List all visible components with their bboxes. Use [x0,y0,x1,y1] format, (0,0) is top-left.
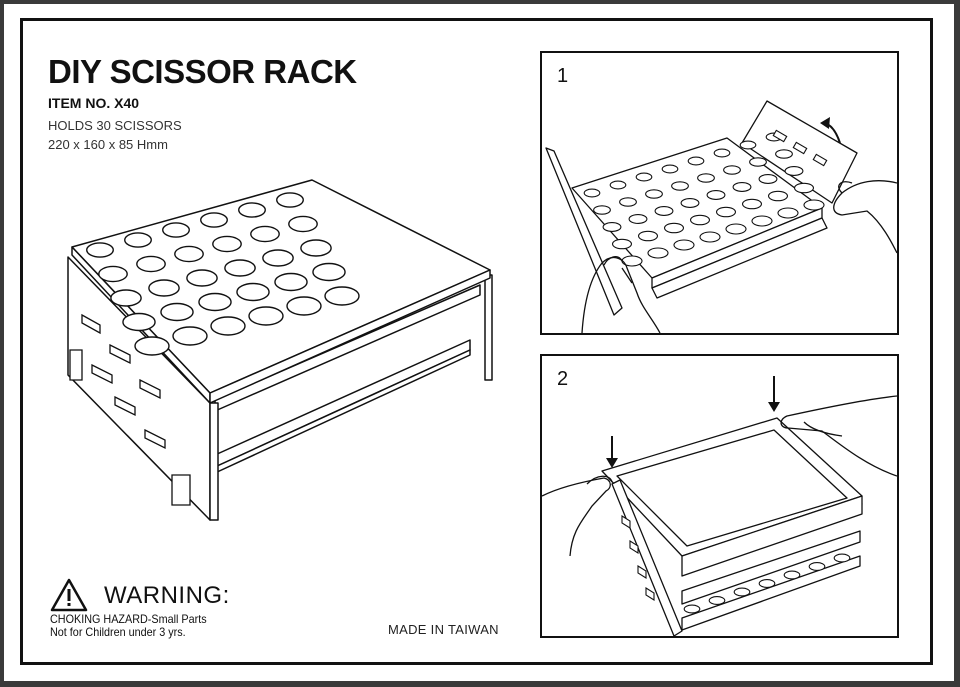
hole [706,190,726,201]
hole [619,197,637,207]
hole [224,259,256,277]
step-1-number: 1 [557,65,569,87]
hole [683,604,701,614]
hole [673,239,695,251]
hole [716,206,737,218]
hole [212,235,242,253]
hole [324,286,360,306]
warning-title: WARNING: [104,582,230,609]
hole [723,165,741,175]
made-in-label: MADE IN TAIWAN [388,622,499,637]
hole [172,326,208,346]
hole [210,316,246,336]
hole [609,180,627,190]
hole [174,245,204,263]
hole [654,206,674,217]
hole [687,156,705,166]
hole [671,181,689,191]
hole [690,214,711,226]
step-1-panel: 1 [540,51,899,335]
item-number: ITEM NO. X40 [48,95,140,111]
hole [276,192,304,208]
hole [732,182,752,193]
hole [300,239,332,257]
hole [262,249,294,267]
hole [751,215,773,227]
warning-triangle-icon [50,578,88,612]
step-2-panel: 2 [540,354,899,638]
hole [697,173,715,183]
hole [708,596,726,605]
hole [833,553,851,563]
hole [664,222,685,234]
rack-illustration [67,179,493,521]
hole [645,189,663,199]
step-1-illustration [545,100,897,333]
hole [236,282,270,302]
hole [725,223,747,235]
step-2-illustration [542,376,897,636]
hole [661,164,679,174]
down-arrow-icon [606,376,780,468]
hole [238,202,266,218]
hole [680,198,700,209]
hole [198,292,232,312]
hole [274,272,308,292]
hole [749,157,767,167]
hole [288,215,318,233]
hole [136,255,166,273]
hole [775,149,793,159]
hole [713,148,731,158]
hole [148,279,180,297]
step-2-number: 2 [557,368,569,390]
warning-age: Not for Children under 3 yrs. [50,625,186,639]
hole [783,570,801,580]
card-border [20,18,933,665]
hole [86,242,114,258]
warning-hazard: CHOKING HAZARD-Small Parts [50,612,207,626]
dimensions-text: 220 x 160 x 85 Hmm [48,137,168,152]
hole [758,174,778,185]
hole [186,269,218,287]
hole [248,306,284,326]
hole [98,265,128,283]
hole [162,222,190,238]
hole [784,166,804,177]
hole [593,205,611,215]
hole [160,302,194,322]
hole [612,238,633,250]
hole [122,312,156,332]
hole [312,262,346,282]
hole [647,247,669,259]
hole [635,172,653,182]
hole [803,199,825,211]
hole [794,182,815,194]
hole [777,207,799,219]
hole [124,232,152,248]
rotate-arrow-icon [820,117,841,144]
capacity-text: HOLDS 30 SCISSORS [48,118,182,133]
hole [758,579,776,588]
product-title: DIY SCISSOR RACK [48,53,357,90]
hole [250,225,280,243]
hole [286,296,322,316]
hole [739,140,757,150]
hole [742,198,763,210]
hole [628,214,648,225]
hole [200,212,228,228]
hole [768,190,789,202]
hole [638,230,659,242]
hole [699,231,721,243]
hole [808,562,826,571]
hole [583,188,601,198]
hole [134,336,170,356]
hole [602,222,622,233]
hole [733,587,751,597]
hole [110,289,142,307]
